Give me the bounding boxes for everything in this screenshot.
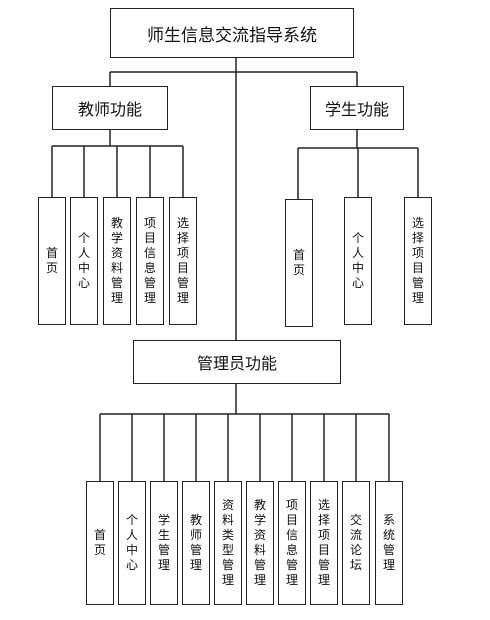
admin-child-node: 首页 — [86, 481, 114, 605]
teacher-child-node: 项目信息管理 — [136, 197, 164, 325]
admin-child-node: 学生管理 — [150, 481, 178, 605]
node-label: 资料类型管理 — [221, 498, 234, 587]
teacher-child-node: 个人中心 — [70, 197, 98, 325]
admin-child-node: 系统管理 — [375, 481, 403, 605]
admin-child-node: 个人中心 — [118, 481, 146, 605]
node-label: 项目信息管理 — [285, 498, 298, 587]
node-label: 个人中心 — [351, 231, 364, 290]
node-label: 选择项目管理 — [317, 498, 330, 587]
node-label: 个人中心 — [77, 231, 90, 290]
root-node: 师生信息交流指导系统 — [110, 8, 354, 58]
admin-label: 管理员功能 — [196, 354, 277, 373]
node-label: 系统管理 — [382, 513, 395, 572]
admin-child-node: 选择项目管理 — [310, 481, 338, 605]
student-label: 学生功能 — [324, 100, 389, 119]
teacher-label: 教师功能 — [77, 100, 142, 119]
node-label: 教学资料管理 — [253, 498, 266, 587]
student-child-node: 首页 — [285, 199, 313, 327]
student-child-node: 选择项目管理 — [404, 197, 432, 325]
teacher-child-node: 首页 — [38, 197, 66, 325]
teacher-child-node: 选择项目管理 — [169, 197, 197, 325]
node-label: 交流论坛 — [349, 513, 362, 572]
node-label: 选择项目管理 — [411, 216, 424, 305]
student-node: 学生功能 — [310, 86, 404, 130]
node-label: 首页 — [93, 528, 106, 557]
root-label: 师生信息交流指导系统 — [147, 25, 317, 46]
node-label: 个人中心 — [125, 513, 138, 572]
node-label: 首页 — [292, 248, 305, 277]
admin-node: 管理员功能 — [133, 340, 341, 384]
node-label: 学生管理 — [157, 513, 170, 572]
admin-child-node: 教师管理 — [182, 481, 210, 605]
teacher-child-node: 教学资料管理 — [103, 197, 131, 325]
teacher-node: 教师功能 — [52, 86, 168, 130]
node-label: 教学资料管理 — [110, 216, 123, 305]
node-label: 教师管理 — [189, 513, 202, 572]
admin-child-node: 项目信息管理 — [278, 481, 306, 605]
student-child-node: 个人中心 — [344, 197, 372, 325]
admin-child-node: 资料类型管理 — [214, 481, 242, 605]
node-label: 项目信息管理 — [143, 216, 156, 305]
admin-child-node: 交流论坛 — [342, 481, 370, 605]
node-label: 首页 — [45, 246, 58, 275]
admin-child-node: 教学资料管理 — [246, 481, 274, 605]
node-label: 选择项目管理 — [176, 216, 189, 305]
